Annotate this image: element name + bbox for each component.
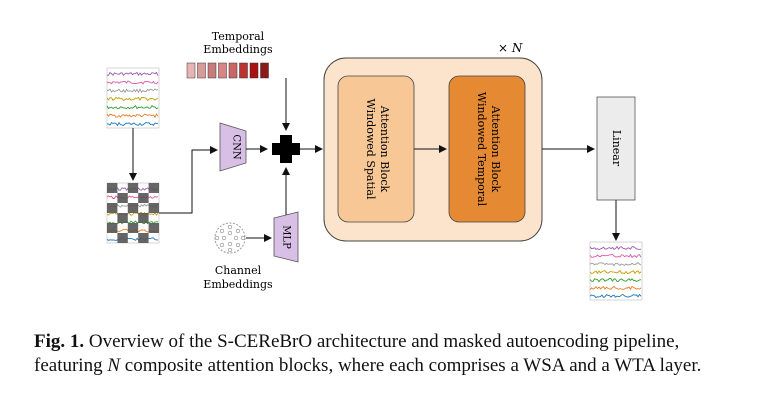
mask-patch — [148, 183, 159, 193]
eeg-trace — [106, 121, 159, 127]
repeat-n-label: × N — [498, 41, 523, 55]
masked-eeg-signal — [106, 182, 160, 244]
channel-embeddings-label-line2: Embeddings — [203, 278, 273, 291]
temporal-token — [228, 62, 238, 79]
wsa-label-line2: Attention Block — [378, 105, 391, 193]
mask-patch — [138, 233, 149, 243]
wsa-label-line1: Windowed Spatial — [364, 99, 377, 200]
windowed-temporal-attention-block: Windowed Temporal Attention Block — [448, 75, 526, 223]
mask-patch — [138, 193, 149, 203]
eeg-trace — [106, 80, 159, 85]
eeg-trace — [106, 195, 159, 200]
cnn-block: CNN — [219, 122, 247, 172]
eeg-trace — [589, 261, 642, 267]
eeg-trace — [106, 237, 159, 242]
electrode — [221, 235, 227, 241]
electrode-head-icon — [214, 222, 246, 254]
electrode — [235, 242, 241, 248]
mask-patch — [117, 193, 128, 203]
caption-italic-n: N — [107, 355, 121, 376]
electrode — [219, 228, 225, 234]
caption-text-part2: composite attention blocks, where each c… — [120, 355, 702, 376]
reconstructed-eeg-signal — [589, 241, 643, 301]
linear-layer: Linear — [596, 96, 636, 201]
mlp-block: MLP — [273, 211, 299, 263]
cnn-label: CNN — [231, 134, 242, 159]
linear-label: Linear — [610, 130, 623, 167]
temporal-token — [260, 62, 269, 79]
eeg-trace — [589, 269, 642, 275]
eeg-trace — [589, 245, 642, 251]
eeg-trace — [589, 293, 642, 299]
mask-patch — [148, 203, 159, 213]
temporal-token — [207, 62, 217, 79]
temporal-token — [239, 62, 248, 79]
temporal-token — [249, 62, 259, 79]
mask-patches — [107, 183, 159, 243]
mask-patch — [117, 213, 128, 223]
architecture-diagram: CNN Temporal Embeddings Channel Embeddin… — [106, 30, 643, 301]
caption-text-part1: Overview of the S-CEReBrO architecture a… — [34, 331, 680, 376]
electrode — [227, 247, 233, 253]
eeg-trace — [106, 96, 159, 102]
mask-patch — [127, 183, 139, 193]
mlp-label: MLP — [281, 225, 292, 249]
eeg-trace — [106, 113, 159, 119]
figure-caption: Fig. 1. Overview of the S-CEReBrO archit… — [34, 330, 742, 378]
sum-operator — [272, 135, 300, 163]
mask-patch — [138, 213, 149, 223]
electrode — [233, 235, 239, 241]
mask-patch — [148, 223, 159, 233]
temporal-token — [197, 62, 206, 79]
eeg-trace — [106, 211, 159, 216]
mask-patch — [117, 233, 128, 243]
temporal-embeddings-label-line2: Embeddings — [203, 43, 273, 56]
electrode — [227, 230, 233, 236]
wta-label-line2: Attention Block — [489, 105, 502, 193]
eeg-trace — [106, 105, 159, 110]
eeg-trace — [589, 285, 642, 291]
eeg-trace — [589, 277, 642, 283]
temporal-embedding-tokens — [186, 62, 269, 79]
channel-embeddings-label-line1: Channel — [215, 264, 262, 277]
eeg-input-signal — [106, 67, 160, 129]
wta-label-line1: Windowed Temporal — [475, 92, 488, 207]
mask-patch — [107, 183, 118, 193]
temporal-embeddings-label-line1: Temporal — [212, 30, 265, 43]
arrow-to-cnn — [159, 146, 218, 214]
windowed-spatial-attention-block: Windowed Spatial Attention Block — [337, 75, 415, 223]
temporal-token — [186, 62, 196, 79]
mask-patch — [107, 223, 118, 233]
temporal-token — [218, 62, 227, 79]
eeg-trace — [106, 71, 159, 77]
electrode — [219, 242, 225, 248]
electrode — [227, 224, 233, 230]
mask-patch — [127, 223, 139, 233]
electrode — [214, 235, 220, 241]
electrode — [235, 228, 241, 234]
electrode — [240, 235, 246, 241]
mask-patch — [127, 203, 139, 213]
mask-patch — [107, 203, 118, 213]
figure-label: Fig. 1. — [34, 331, 85, 352]
electrode — [227, 241, 233, 247]
eeg-trace — [589, 253, 642, 258]
eeg-trace — [106, 88, 159, 94]
